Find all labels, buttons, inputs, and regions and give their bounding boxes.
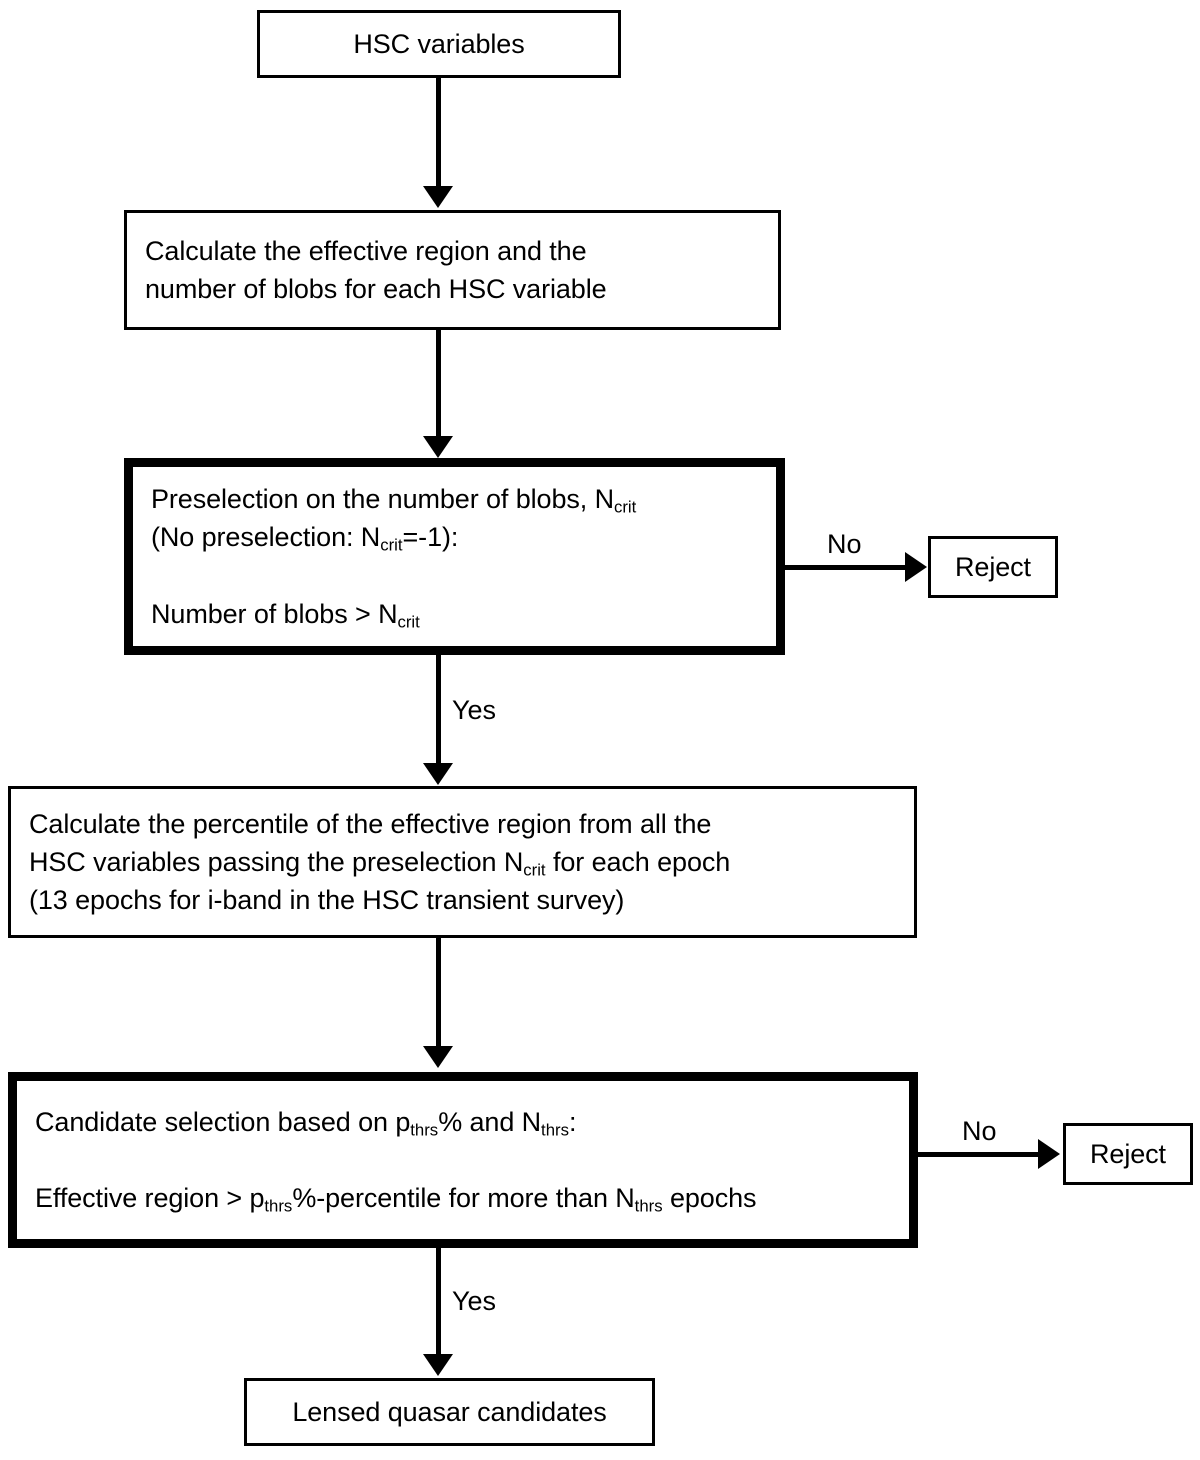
node-candidate-selection-line1-b: % and N: [438, 1106, 542, 1137]
edge-label-candidate-no: No: [962, 1116, 997, 1146]
node-preselection-line3: Number of blobs > Ncrit: [151, 598, 420, 632]
node-calculate-region: Calculate the effective region and the nu…: [124, 210, 781, 330]
connector-percentile-to-candidate: [436, 938, 441, 1050]
node-percentile-text: Calculate the percentile of the effectiv…: [11, 805, 914, 920]
node-percentile-line3: (13 epochs for i-band in the HSC transie…: [29, 885, 625, 916]
node-lensed-quasar-candidates: Lensed quasar candidates: [244, 1378, 655, 1446]
node-percentile-line2-sub: crit: [523, 860, 546, 880]
node-candidate-selection-line1-sub2: thrs: [541, 1119, 569, 1139]
node-candidate-selection-line1-sub1: thrs: [410, 1119, 439, 1139]
arrowhead-calculate-to-preselection: [423, 436, 453, 458]
edge-label-candidate-yes: Yes: [452, 1286, 497, 1316]
node-candidate-selection-line2-sub2: thrs: [634, 1196, 663, 1216]
node-preselection-line2-a: (No preselection: N: [151, 522, 381, 553]
node-reject-top-label: Reject: [955, 551, 1031, 582]
node-candidate-selection-line1: Candidate selection based on pthrs% and …: [35, 1106, 577, 1139]
edge-label-preselection-yes: Yes: [452, 695, 497, 725]
node-reject-top: Reject: [928, 536, 1058, 598]
node-candidate-selection-text: Candidate selection based on pthrs% and …: [17, 1103, 909, 1218]
node-preselection-line1: Preselection on the number of blobs, Ncr…: [151, 483, 637, 517]
node-calculate-region-line2: number of blobs for each HSC variable: [145, 274, 607, 304]
edge-label-preselection-no: No: [827, 529, 862, 559]
node-percentile-line2-a: HSC variables passing the preselection N: [29, 846, 524, 877]
connector-start-to-calculate: [436, 78, 441, 188]
arrowhead-preselection-yes: [423, 763, 453, 785]
node-hsc-variables-label: HSC variables: [353, 28, 525, 59]
node-reject-bottom: Reject: [1063, 1123, 1193, 1185]
node-preselection-line2-sub: crit: [380, 535, 403, 555]
connector-preselection-yes: [436, 655, 441, 767]
arrowhead-candidate-no: [1038, 1139, 1060, 1169]
node-candidate-selection-line2-b: %-percentile for more than N: [292, 1183, 635, 1214]
node-reject-bottom-label: Reject: [1090, 1138, 1166, 1169]
node-preselection-text: Preselection on the number of blobs, Ncr…: [133, 480, 776, 633]
arrowhead-preselection-no: [905, 552, 927, 582]
node-preselection-line2: (No preselection: Ncrit=-1):: [151, 522, 459, 555]
arrowhead-percentile-to-candidate: [423, 1046, 453, 1068]
node-candidate-selection-line2-c: epochs: [662, 1183, 757, 1214]
node-preselection-line1-sub: crit: [613, 497, 637, 517]
node-candidate-selection-line2-sub1: thrs: [264, 1196, 293, 1216]
node-calculate-region-text: Calculate the effective region and the nu…: [127, 232, 778, 309]
node-candidate-selection-line2: Effective region > pthrs%-percentile for…: [35, 1183, 757, 1216]
connector-calculate-to-preselection: [436, 330, 441, 438]
node-candidate-selection-line1-c: :: [568, 1106, 577, 1137]
node-candidate-selection-line2-a: Effective region > p: [35, 1183, 265, 1214]
node-preselection-line3-a: Number of blobs > N: [151, 598, 398, 629]
connector-candidate-no: [918, 1152, 1040, 1157]
node-percentile-line2: HSC variables passing the preselection N…: [29, 846, 731, 880]
connector-preselection-no: [785, 565, 907, 570]
node-hsc-variables: HSC variables: [257, 10, 621, 78]
node-preselection-line2-b: =-1):: [402, 522, 459, 553]
node-preselection: Preselection on the number of blobs, Ncr…: [124, 458, 785, 655]
node-calculate-region-line1: Calculate the effective region and the: [145, 235, 587, 266]
arrowhead-candidate-yes: [423, 1354, 453, 1376]
node-candidate-selection: Candidate selection based on pthrs% and …: [8, 1072, 918, 1248]
node-preselection-line1-a: Preselection on the number of blobs, N: [151, 483, 614, 514]
node-candidate-selection-line1-a: Candidate selection based on p: [35, 1106, 411, 1137]
node-lensed-quasar-candidates-label: Lensed quasar candidates: [292, 1396, 607, 1427]
node-percentile: Calculate the percentile of the effectiv…: [8, 786, 917, 938]
connector-candidate-yes: [436, 1248, 441, 1358]
arrowhead-start-to-calculate: [423, 186, 453, 208]
node-percentile-line2-b: for each epoch: [545, 846, 731, 877]
node-percentile-line1: Calculate the percentile of the effectiv…: [29, 808, 712, 839]
node-preselection-line3-sub: crit: [397, 612, 420, 632]
